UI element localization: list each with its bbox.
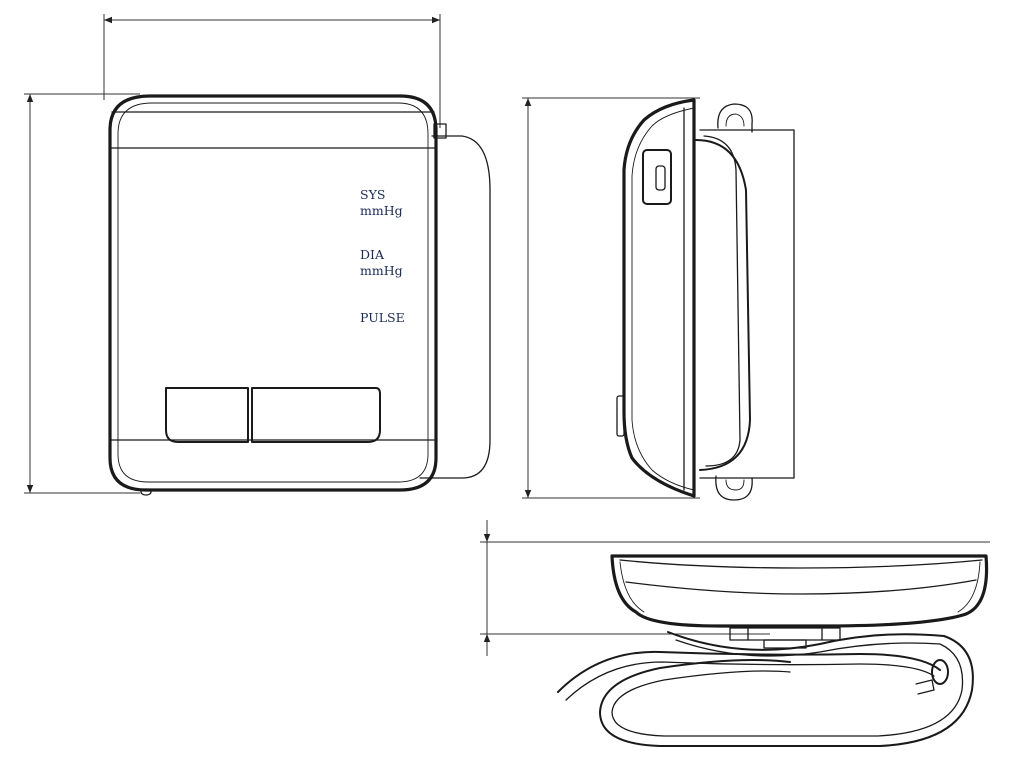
sys-label: SYS <box>360 187 385 202</box>
dia-unit-label: mmHg <box>360 263 403 278</box>
side-view <box>522 97 795 501</box>
front-body-inner <box>117 102 429 483</box>
tube-clip <box>915 659 949 695</box>
height-dimension-front <box>24 93 140 494</box>
left-button <box>165 387 249 443</box>
bottom-body <box>610 554 989 628</box>
bottom-cuff-band <box>599 631 974 747</box>
side-switch <box>616 395 625 437</box>
side-cuff <box>699 129 795 479</box>
height-dimension-side <box>522 97 700 499</box>
depth-dimension <box>480 520 990 656</box>
bottom-strap-loop <box>715 475 753 501</box>
sys-unit-label: mmHg <box>360 203 403 218</box>
front-buttons <box>165 387 381 443</box>
front-view: SYS mmHg DIA mmHg PULSE <box>24 14 491 496</box>
front-body-outer <box>108 94 438 492</box>
display-labels: SYS mmHg DIA mmHg PULSE <box>360 187 405 325</box>
bottom-view <box>480 520 990 747</box>
connector <box>729 627 841 649</box>
top-strap-loop <box>717 103 753 133</box>
right-button <box>251 387 381 443</box>
cuff-behind <box>419 135 491 479</box>
air-tube <box>557 650 941 693</box>
side-tab <box>433 123 447 139</box>
dia-label: DIA <box>360 247 385 262</box>
width-dimension <box>103 14 441 128</box>
side-button <box>642 149 672 205</box>
pulse-label: PULSE <box>360 310 405 325</box>
